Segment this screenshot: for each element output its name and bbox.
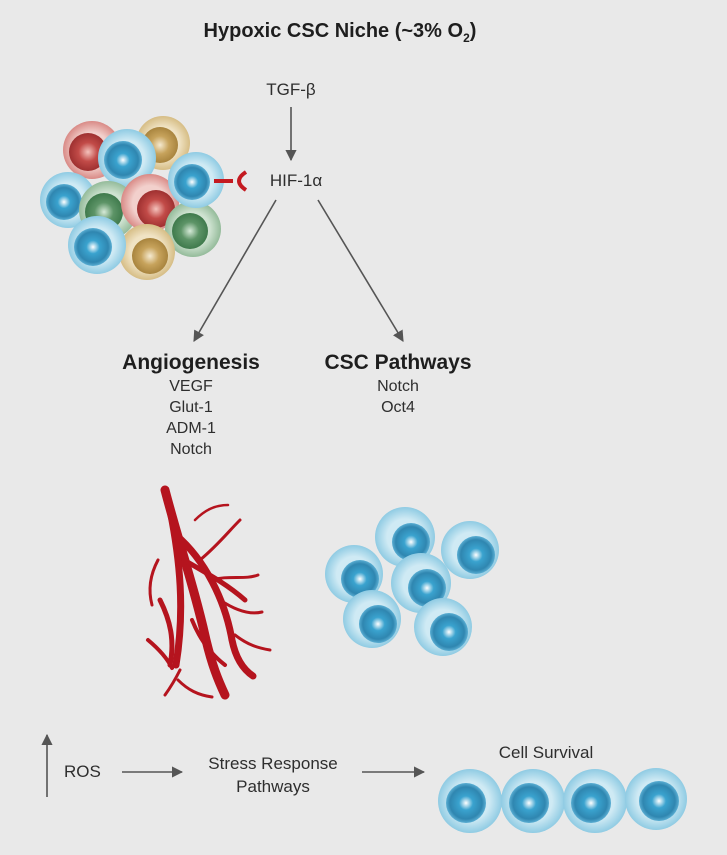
surviving-cell: [625, 768, 687, 830]
arrow-hif-to-csc-pathways: [317, 199, 404, 342]
arrow-hif-to-angiogenesis: [193, 199, 277, 342]
title-text: Hypoxic CSC Niche (~3% O: [203, 20, 464, 42]
csc-pathways-list: Notch Oct4: [377, 376, 419, 418]
cell-survival-label: Cell Survival: [498, 743, 594, 762]
angiogenesis-item: VEGF: [169, 378, 213, 395]
node-tgf-beta: TGF-β: [266, 80, 316, 99]
csc-cell: [375, 507, 435, 567]
blood-vessel-illustration: [146, 485, 272, 700]
csc-pathways-item: Oct4: [381, 399, 415, 416]
receptor-icon: [214, 170, 248, 192]
cell-green: [165, 201, 221, 257]
cell-red: [121, 174, 179, 232]
stress-response-line: Pathways: [236, 777, 310, 796]
angiogenesis-heading: Angiogenesis: [122, 351, 260, 374]
diagram-title: Hypoxic CSC Niche (~3% O2): [204, 20, 477, 45]
cell-blue: [98, 129, 156, 187]
node-hif-1-alpha: HIF-1α: [269, 171, 323, 190]
csc-pathways-heading: CSC Pathways: [324, 351, 472, 374]
tumor-cell-cluster: [40, 116, 248, 280]
cell-yellow: [119, 224, 175, 280]
angiogenesis-item: Glut-1: [169, 399, 213, 416]
cell-blue: [168, 152, 224, 208]
csc-cell: [414, 598, 472, 656]
csc-cell: [391, 553, 451, 613]
surviving-cell: [501, 769, 565, 833]
csc-pathways-item: Notch: [377, 378, 419, 395]
stress-response-label: Stress Response Pathways: [208, 752, 337, 798]
csc-cell: [441, 521, 499, 579]
title-close-paren: ): [469, 20, 477, 42]
title-subscript: 2: [463, 31, 470, 45]
surviving-cell-group: [438, 768, 687, 833]
csc-cell: [343, 590, 401, 648]
ros-label: ROS: [64, 762, 101, 781]
stress-response-line: Stress Response: [208, 754, 338, 773]
angiogenesis-item: Notch: [170, 441, 212, 458]
angiogenesis-list: VEGF Glut-1 ADM-1 Notch: [166, 376, 216, 460]
angiogenesis-item: ADM-1: [166, 420, 216, 437]
surviving-cell: [438, 769, 502, 833]
csc-cell-group: [325, 507, 499, 656]
cell-blue: [68, 216, 126, 274]
surviving-cell: [563, 769, 627, 833]
csc-cell: [325, 545, 383, 603]
